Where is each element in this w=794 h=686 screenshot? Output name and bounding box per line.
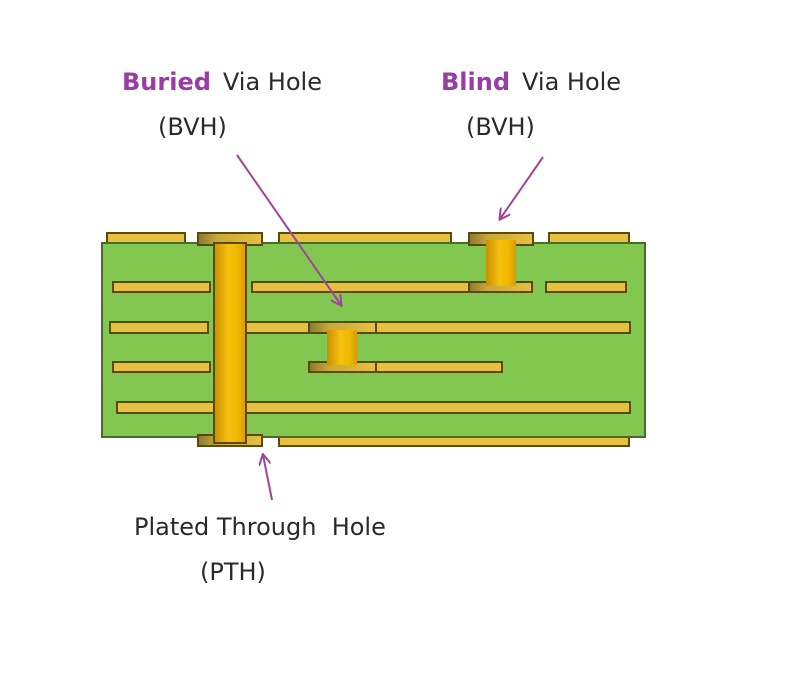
blind-rest: Via Hole: [522, 68, 622, 96]
inner-copper-trace: [116, 401, 631, 414]
inner-copper-trace: [375, 361, 503, 373]
buried-rest: Via Hole: [222, 68, 322, 96]
inner-copper-trace: [251, 281, 471, 293]
buried-abbr: (BVH): [158, 113, 227, 141]
inner-copper-trace: [545, 281, 627, 293]
blind-arrow-icon: [500, 156, 544, 219]
callout-arrows: [236, 154, 544, 501]
pth-label: Plated Through Hole: [134, 513, 386, 541]
inner-copper-trace: [109, 321, 209, 334]
blind-via-barrel: [486, 240, 516, 286]
inner-copper-trace: [244, 321, 311, 334]
blind-abbr: (BVH): [466, 113, 535, 141]
inner-copper-trace: [112, 361, 211, 373]
blind-via-label: Blind Via Hole: [441, 67, 621, 97]
buried-highlight: Buried: [122, 68, 211, 96]
buried-via-label: Buried Via Hole: [122, 67, 322, 97]
plated-through-hole-barrel: [213, 242, 247, 444]
pth-arrow-icon: [263, 455, 273, 501]
blind-highlight: Blind: [441, 68, 511, 96]
inner-copper-trace: [375, 321, 631, 334]
buried-arrow-icon: [236, 154, 341, 305]
vias: [197, 232, 534, 447]
inner-copper-trace: [112, 281, 211, 293]
buried-via-barrel: [327, 330, 357, 365]
pth-abbr: (PTH): [200, 558, 266, 586]
